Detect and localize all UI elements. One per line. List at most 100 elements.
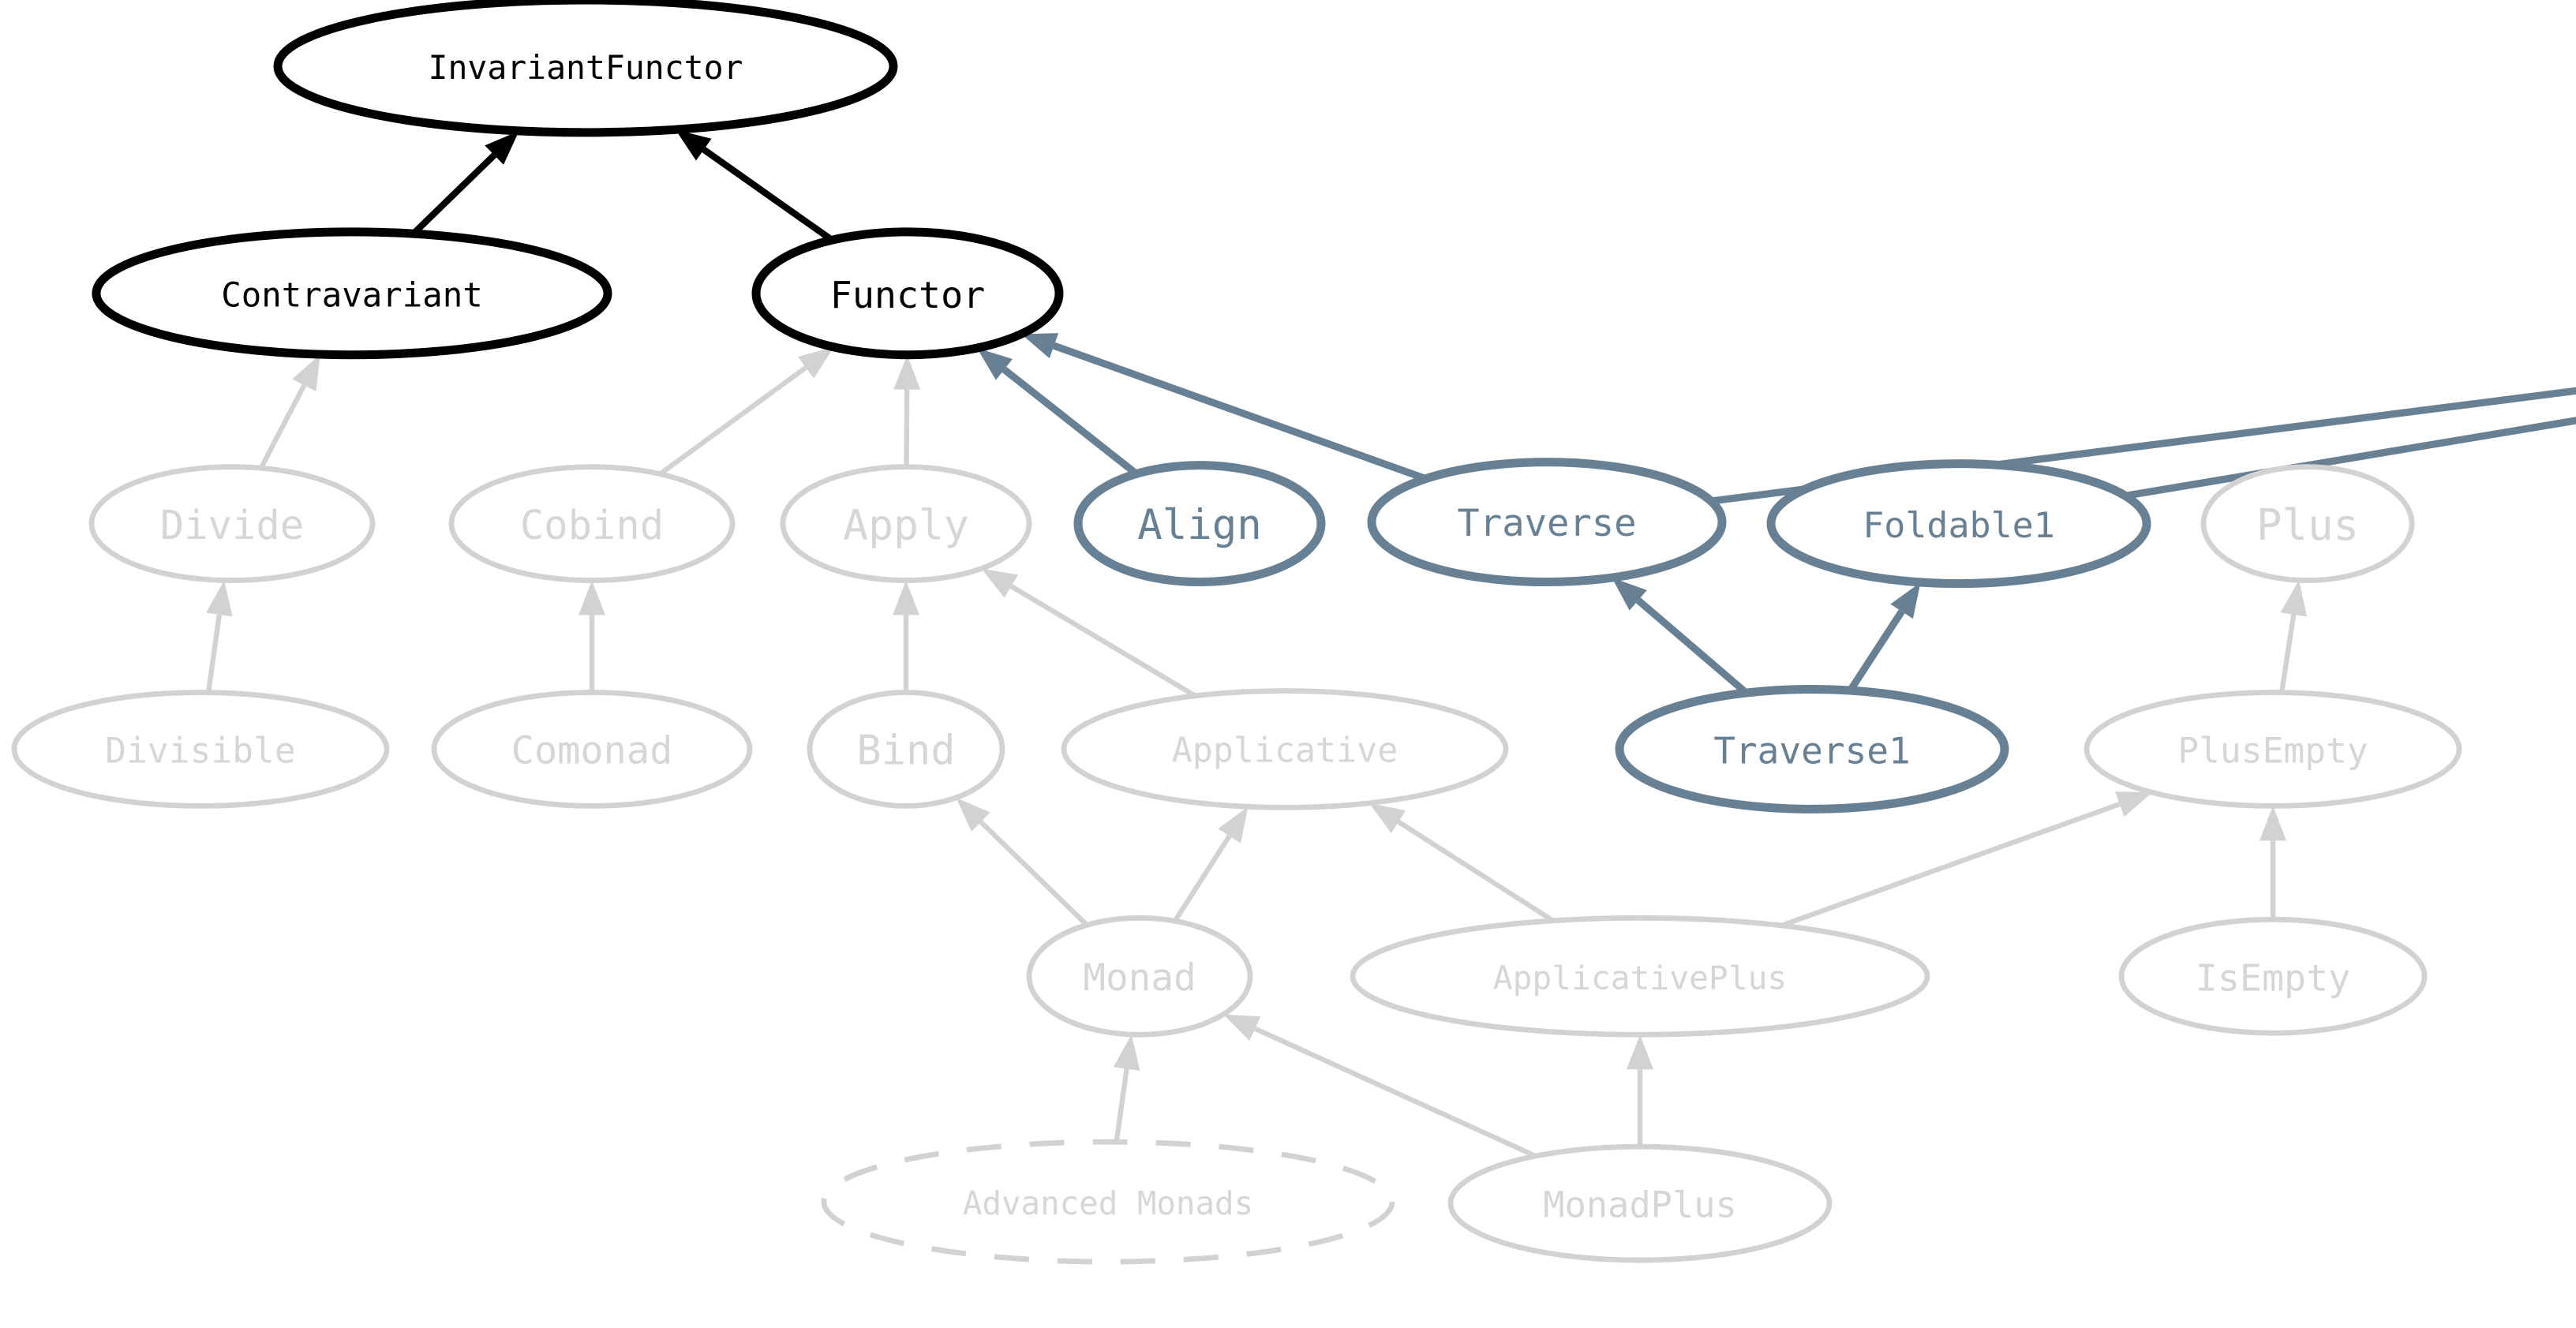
edge-applicativeplus-to-applicative (1397, 819, 1555, 923)
edge-monad-to-bind (979, 820, 1089, 927)
arrowhead-icon (2280, 580, 2308, 617)
node-bind[interactable]: Bind (807, 690, 1005, 809)
arrowhead-icon (578, 580, 605, 615)
node-label: Align (1137, 501, 1262, 549)
arrowhead-icon (798, 346, 834, 379)
node-label: Cobind (520, 502, 664, 548)
node-label: PlusEmpty (2177, 730, 2368, 771)
edge-traverse1-to-foldable1 (1847, 609, 1905, 693)
node-outline (1026, 915, 1253, 1038)
node-applicative[interactable]: Applicative (1061, 688, 1509, 810)
node-outline (88, 464, 376, 583)
node-outline (92, 227, 612, 360)
node-label: Divide (160, 502, 304, 548)
node-outline (1447, 1143, 1833, 1263)
node-monadplus[interactable]: MonadPlus (1447, 1143, 1833, 1263)
node-outline (1061, 688, 1509, 810)
edge-monad-to-applicative (1173, 834, 1232, 922)
edge-applicativeplus-to-plusempty (1780, 802, 2121, 928)
arrowhead-icon (1368, 802, 1406, 833)
node-applicativeplus[interactable]: ApplicativePlus (1350, 915, 1930, 1038)
node-label: Foldable1 (1863, 504, 2055, 546)
node-align[interactable]: Align (1073, 461, 1326, 587)
arrowhead-icon (675, 129, 712, 161)
node-divisible[interactable]: Divisible (11, 690, 390, 809)
arrowhead-icon (1021, 333, 1059, 359)
edge-applicative-to-apply (1009, 584, 1197, 698)
edge-contravariant-to-invariantfunctor (410, 152, 497, 237)
arrowhead-icon (292, 354, 320, 391)
node-label: Functor (830, 274, 985, 316)
arrowhead-icon (1627, 1034, 1653, 1070)
node-label: ApplicativePlus (1493, 959, 1788, 997)
arrowhead-icon (893, 580, 919, 615)
arrowhead-icon (1612, 578, 1647, 611)
arrowhead-icon (893, 354, 921, 390)
arrowhead-icon (206, 580, 233, 617)
arrowhead-icon (956, 797, 990, 832)
node-label: Plus (2256, 500, 2359, 550)
edge-plusempty-to-plus (2278, 614, 2297, 694)
node-label: Traverse (1457, 502, 1636, 545)
edge-cobind-to-functor (658, 365, 807, 477)
edge-apply-to-functor (904, 389, 910, 467)
edge-divisible-to-divide (205, 614, 223, 693)
arrowhead-icon (485, 130, 519, 165)
node-outline (1766, 459, 2151, 589)
node-apply[interactable]: Apply (780, 464, 1032, 583)
node-label: MonadPlus (1543, 1184, 1737, 1226)
node-outline (751, 227, 1064, 360)
node-outline (2118, 916, 2428, 1036)
node-foldable1[interactable]: Foldable1 (1766, 459, 2151, 589)
node-outline (1615, 684, 2009, 814)
node-functor[interactable]: Functor (751, 227, 1064, 360)
node-label: InvariantFunctor (429, 49, 743, 87)
node-contravariant[interactable]: Contravariant (92, 227, 612, 360)
node-outline (780, 464, 1032, 583)
arrowhead-icon (1890, 582, 1921, 619)
edge-align-to-functor (1002, 366, 1139, 477)
node-divide[interactable]: Divide (88, 464, 376, 583)
node-outline (2200, 464, 2415, 583)
node-label: Applicative (1172, 731, 1398, 770)
node-label: Monad (1083, 956, 1196, 1000)
edge-monadplus-to-monad (1253, 1026, 1537, 1158)
node-label: Divisible (105, 730, 295, 771)
arrowhead-icon (1223, 1014, 1261, 1042)
node-label: Comonad (511, 728, 673, 772)
node-traverse[interactable]: Traverse (1367, 458, 1727, 587)
arrowhead-icon (1113, 1034, 1140, 1071)
edge-traverse1-to-traverse (1635, 597, 1749, 696)
node-invariantfunctor[interactable]: InvariantFunctor (273, 0, 898, 137)
node-traverse1[interactable]: Traverse1 (1615, 684, 2009, 814)
node-label: Advanced Monads (963, 1184, 1253, 1222)
node-advancedmonads[interactable]: Advanced Monads (821, 1139, 1395, 1265)
node-outline (273, 0, 898, 137)
arrowhead-icon (981, 568, 1019, 598)
node-outline (431, 690, 753, 809)
node-label: Apply (843, 501, 969, 550)
node-plusempty[interactable]: PlusEmpty (2084, 690, 2462, 809)
node-cobind[interactable]: Cobind (448, 464, 736, 583)
node-isempty[interactable]: IsEmpty (2118, 916, 2428, 1036)
node-outline (448, 464, 736, 583)
node-outline (2084, 690, 2462, 809)
arrowhead-icon (1218, 806, 1249, 844)
node-outline (1367, 458, 1727, 587)
node-label: Bind (857, 727, 956, 774)
node-label: Contravariant (221, 275, 482, 314)
edge-divide-to-contravariant (258, 383, 307, 469)
node-comonad[interactable]: Comonad (431, 690, 753, 809)
edge-functor-to-invariantfunctor (702, 147, 834, 243)
arrowhead-icon (976, 348, 1013, 380)
arrowhead-icon (2115, 791, 2153, 817)
edge-advancedmonads-to-monad (1114, 1068, 1129, 1143)
arrowhead-icon (2260, 806, 2286, 841)
node-plus[interactable]: Plus (2200, 464, 2415, 583)
node-label: IsEmpty (2196, 956, 2350, 999)
node-monad[interactable]: Monad (1026, 915, 1253, 1038)
node-label: Traverse1 (1713, 729, 1911, 772)
